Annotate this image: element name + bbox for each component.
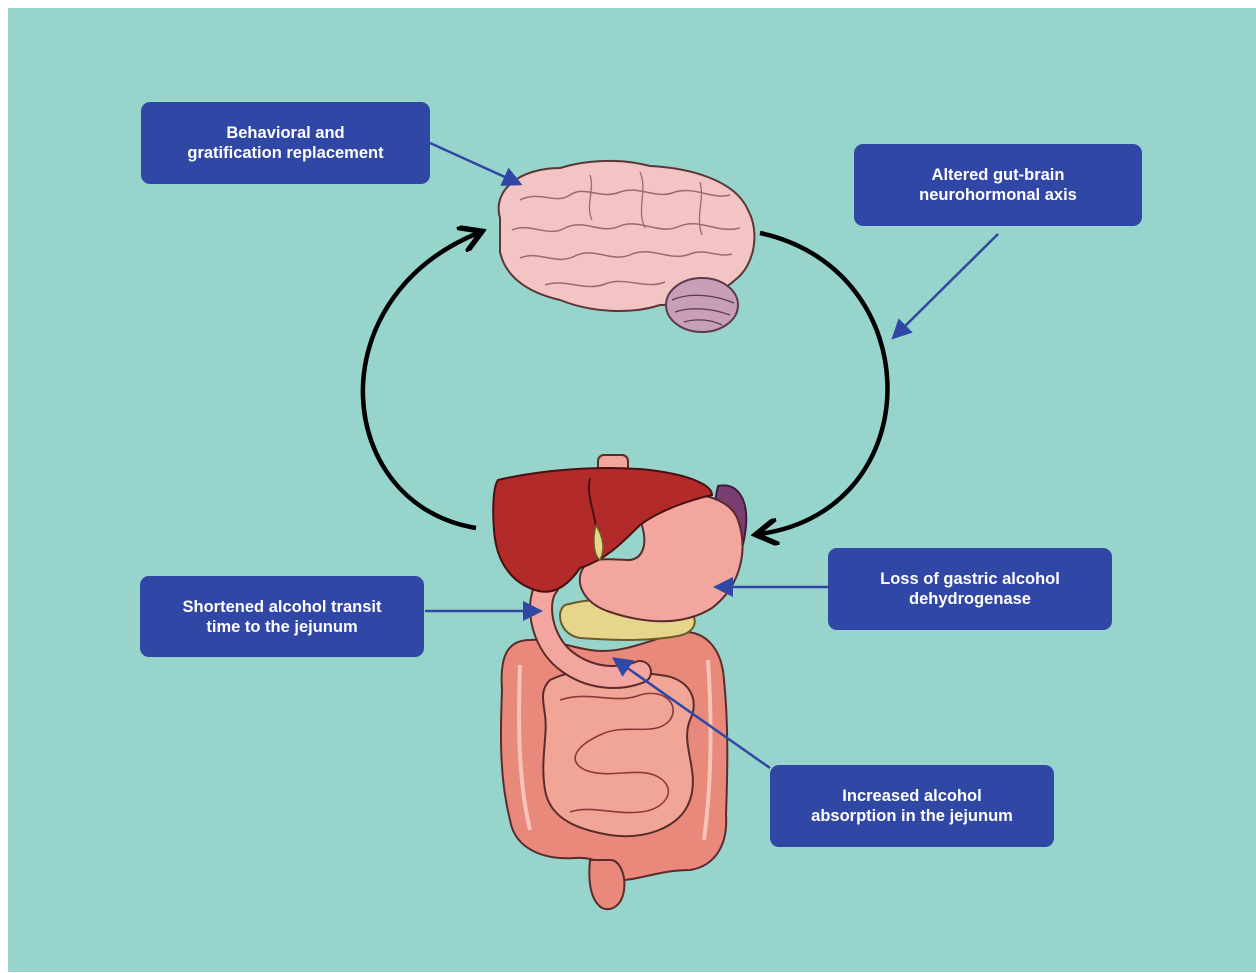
callout-gastric-line2: dehydrogenase <box>880 589 1060 609</box>
cycle-arrow-left <box>363 233 478 528</box>
callout-transit-line1: Shortened alcohol transit <box>183 597 382 617</box>
callout-absorption: Increased alcohol absorption in the jeju… <box>770 765 1054 847</box>
callout-gut-brain: Altered gut-brain neurohormonal axis <box>854 144 1142 226</box>
callout-transit-line2: time to the jejunum <box>183 617 382 637</box>
arrow-behavioral <box>430 143 518 183</box>
callout-gut-brain-line2: neurohormonal axis <box>919 185 1077 205</box>
callout-behavioral-line2: gratification replacement <box>187 143 383 163</box>
cycle-arrow-right <box>760 233 888 534</box>
callout-absorption-line1: Increased alcohol <box>811 786 1013 806</box>
callout-absorption-line2: absorption in the jejunum <box>811 806 1013 826</box>
arrow-gut-brain <box>895 234 998 336</box>
callout-gastric: Loss of gastric alcohol dehydrogenase <box>828 548 1112 630</box>
callout-gut-brain-line1: Altered gut-brain <box>919 165 1077 185</box>
callout-gastric-line1: Loss of gastric alcohol <box>880 569 1060 589</box>
brain-icon <box>499 161 755 332</box>
digestive-system-icon <box>493 455 746 909</box>
callout-transit: Shortened alcohol transit time to the je… <box>140 576 424 657</box>
callout-behavioral-line1: Behavioral and <box>187 123 383 143</box>
callout-behavioral: Behavioral and gratification replacement <box>141 102 430 184</box>
